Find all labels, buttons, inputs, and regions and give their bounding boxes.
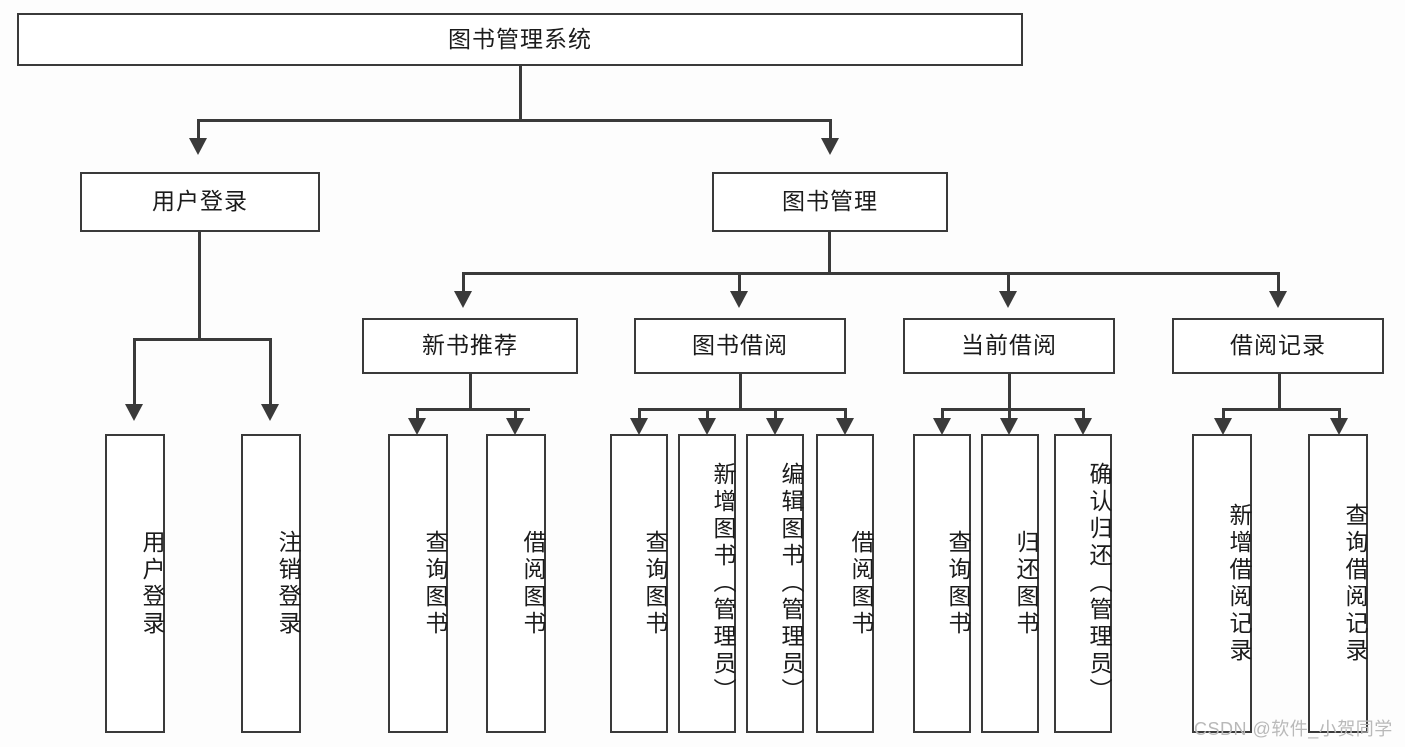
- connector-bb-4: [844, 408, 847, 420]
- node-label: 新书推荐: [422, 332, 518, 359]
- connector-bb-2: [706, 408, 709, 420]
- arrowhead-leaf-borrow-book-1: [506, 418, 524, 435]
- node-label: 当前借阅: [961, 332, 1057, 359]
- node-book-borrow[interactable]: 图书借阅: [634, 318, 846, 374]
- leaf-edit-book[interactable]: 编辑图书（管理员）: [746, 434, 804, 733]
- arrowhead-leaf-confirm-return: [1074, 418, 1092, 435]
- arrowhead-book-manage: [821, 138, 839, 155]
- node-book-manage[interactable]: 图书管理: [712, 172, 948, 232]
- leaf-user-login[interactable]: 用户登录: [105, 434, 165, 733]
- leaf-add-book[interactable]: 新增图书（管理员）: [678, 434, 736, 733]
- node-label: 查询图书: [642, 529, 668, 638]
- arrowhead-leaf-query-book-3: [933, 418, 951, 435]
- arrowhead-leaf-add-book: [698, 418, 716, 435]
- node-label: 编辑图书（管理员）: [778, 462, 804, 705]
- connector-user-login-left: [133, 338, 136, 406]
- arrowhead-leaf-add-record: [1214, 418, 1232, 435]
- connector-borrow-record-bus: [1222, 408, 1340, 411]
- node-label: 用户登录: [139, 529, 165, 638]
- connector-cb-1: [941, 408, 944, 420]
- node-label: 图书借阅: [692, 332, 788, 359]
- leaf-return-book[interactable]: 归还图书: [981, 434, 1039, 733]
- connector-nbr-left: [416, 408, 419, 420]
- connector-book-borrow-drop: [739, 374, 742, 410]
- node-label: 查询图书: [945, 529, 971, 638]
- connector-current-borrow-bus: [941, 408, 1084, 411]
- connector-current-borrow-drop: [1008, 374, 1011, 410]
- connector-to-borrow-record: [1277, 272, 1280, 294]
- connector-to-current-borrow: [1007, 272, 1010, 294]
- node-label: 新增图书（管理员）: [710, 462, 736, 705]
- connector-user-login-bus: [133, 338, 272, 341]
- leaf-query-record[interactable]: 查询借阅记录: [1308, 434, 1368, 733]
- arrowhead-borrow-record: [1269, 291, 1287, 308]
- arrowhead-current-borrow: [999, 291, 1017, 308]
- node-label: 确认归还（管理员）: [1086, 462, 1112, 705]
- leaf-borrow-book-2[interactable]: 借阅图书: [816, 434, 874, 733]
- connector-br-left: [1222, 408, 1225, 420]
- leaf-user-logout[interactable]: 注销登录: [241, 434, 301, 733]
- node-label: 借阅图书: [520, 529, 546, 638]
- node-label: 借阅图书: [848, 529, 874, 638]
- arrowhead-book-borrow: [730, 291, 748, 308]
- connector-to-new-book-recommend: [462, 272, 465, 294]
- connector-cb-2: [1008, 408, 1011, 420]
- node-label: 归还图书: [1013, 529, 1039, 638]
- node-label: 借阅记录: [1230, 332, 1326, 359]
- leaf-borrow-book-1[interactable]: 借阅图书: [486, 434, 546, 733]
- arrowhead-user-login: [189, 138, 207, 155]
- connector-book-manage-bus: [462, 272, 1280, 275]
- connector-br-right: [1338, 408, 1341, 420]
- node-label: 图书管理: [782, 188, 878, 215]
- connector-bb-1: [638, 408, 641, 420]
- connector-root-bus: [197, 119, 831, 122]
- arrowhead-leaf-edit-book: [766, 418, 784, 435]
- node-new-book-recommend[interactable]: 新书推荐: [362, 318, 578, 374]
- connector-new-book-recommend-drop: [469, 374, 472, 410]
- node-root-book-management-system[interactable]: 图书管理系统: [17, 13, 1023, 66]
- arrowhead-leaf-query-record: [1330, 418, 1348, 435]
- arrowhead-new-book-recommend: [454, 291, 472, 308]
- connector-book-borrow-bus: [638, 408, 846, 411]
- node-label: 新增借阅记录: [1226, 502, 1252, 665]
- leaf-confirm-return[interactable]: 确认归还（管理员）: [1054, 434, 1112, 733]
- connector-new-book-recommend-bus: [416, 408, 530, 411]
- arrowhead-leaf-user-logout: [261, 404, 279, 421]
- node-label: 查询图书: [422, 529, 448, 638]
- arrowhead-leaf-query-book-1: [408, 418, 426, 435]
- leaf-query-book-3[interactable]: 查询图书: [913, 434, 971, 733]
- connector-root-drop: [519, 66, 522, 119]
- connector-user-login-right: [269, 338, 272, 406]
- connector-root-to-book-manage: [829, 119, 832, 141]
- node-borrow-record[interactable]: 借阅记录: [1172, 318, 1384, 374]
- arrowhead-leaf-return-book: [1000, 418, 1018, 435]
- connector-cb-3: [1082, 408, 1085, 420]
- node-current-borrow[interactable]: 当前借阅: [903, 318, 1115, 374]
- connector-borrow-record-drop: [1278, 374, 1281, 410]
- connector-nbr-right: [514, 408, 517, 420]
- csdn-watermark: CSDN @软件_小贺同学: [1194, 719, 1393, 739]
- arrowhead-leaf-query-book-2: [630, 418, 648, 435]
- node-label: 查询借阅记录: [1342, 502, 1368, 665]
- arrowhead-leaf-user-login: [125, 404, 143, 421]
- node-label: 注销登录: [275, 529, 301, 638]
- connector-user-login-drop: [198, 232, 201, 340]
- node-label: 用户登录: [152, 188, 248, 215]
- node-user-login[interactable]: 用户登录: [80, 172, 320, 232]
- node-label: 图书管理系统: [448, 25, 592, 52]
- connector-book-manage-drop: [828, 232, 831, 274]
- connector-bb-3: [774, 408, 777, 420]
- connector-root-to-user-login: [197, 119, 200, 141]
- arrowhead-leaf-borrow-book-2: [836, 418, 854, 435]
- leaf-add-record[interactable]: 新增借阅记录: [1192, 434, 1252, 733]
- leaf-query-book-1[interactable]: 查询图书: [388, 434, 448, 733]
- connector-to-book-borrow: [738, 272, 741, 294]
- leaf-query-book-2[interactable]: 查询图书: [610, 434, 668, 733]
